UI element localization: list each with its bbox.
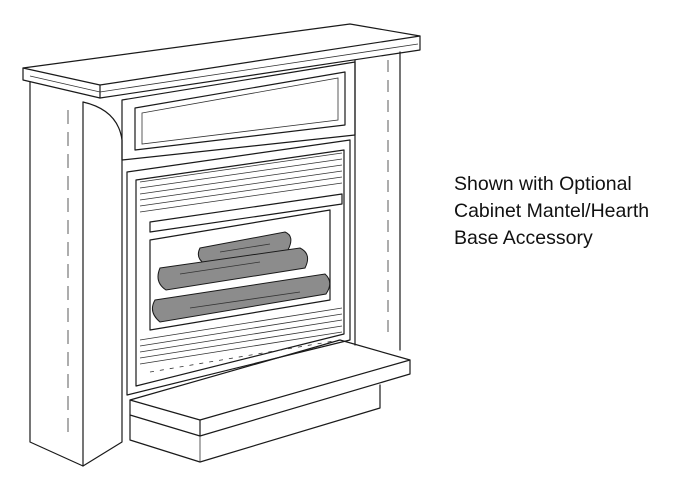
mantel-shelf <box>22 23 421 99</box>
cabinet-right-side <box>354 51 401 351</box>
figure-caption: Shown with Optional Cabinet Mantel/Heart… <box>454 171 694 252</box>
caption-line-3: Base Accessory <box>454 227 593 249</box>
caption-line-2: Cabinet Mantel/Hearth <box>454 200 650 222</box>
bottom-louvers <box>139 307 343 373</box>
gas-logs <box>151 231 331 323</box>
fireplace-mantel-illustration <box>22 23 421 467</box>
hearth-base <box>129 339 411 463</box>
top-louvers <box>139 152 343 233</box>
caption-line-1: Shown with Optional <box>454 173 632 195</box>
firebox-opening <box>126 139 351 396</box>
cabinet-left-side <box>29 81 123 467</box>
mantel-front-panel <box>121 61 356 161</box>
